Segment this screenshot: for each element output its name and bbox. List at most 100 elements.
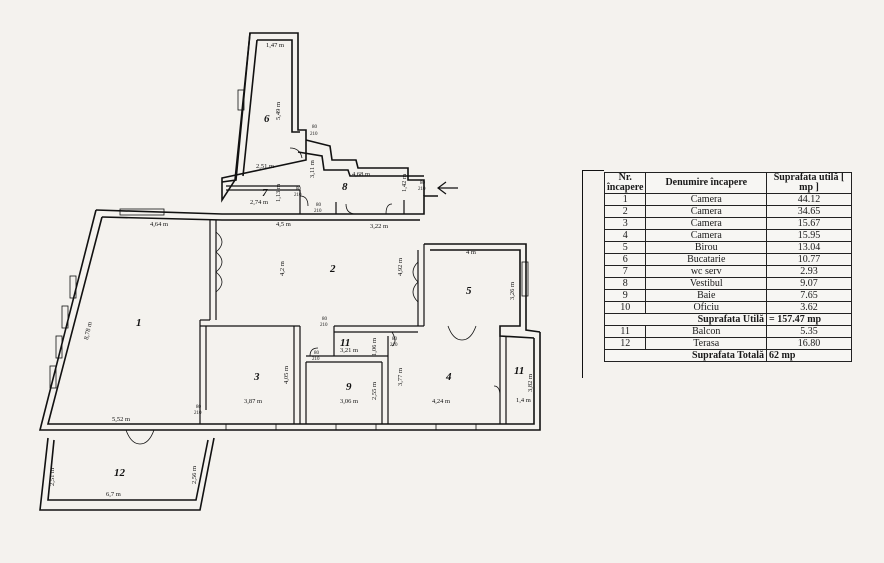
dimension-label: 4,24 m bbox=[432, 398, 450, 405]
dimension-label: 2,55 m bbox=[371, 382, 378, 400]
dimension-label: 3,06 m bbox=[340, 398, 358, 405]
dimension-label: 1,47 m bbox=[266, 42, 284, 49]
room-area: 2.93 bbox=[766, 265, 852, 278]
room-area: 44.12 bbox=[766, 193, 852, 206]
dimension-label: 4,68 m bbox=[352, 171, 370, 178]
room-number: 2 bbox=[603, 205, 647, 218]
room-name: wc serv bbox=[645, 265, 767, 278]
room-number: 3 bbox=[603, 217, 647, 230]
room-labels: 6 7 8 1 2 5 3 9 4 11 11 12 bbox=[114, 113, 524, 479]
room-area: 10.77 bbox=[766, 253, 852, 266]
useful-area-value: = 157.47 mp bbox=[766, 313, 852, 326]
dimension-label: 3,82 m bbox=[527, 374, 534, 392]
walls bbox=[38, 32, 541, 511]
dimension-label: 3,26 m bbox=[509, 282, 516, 300]
header-nr: Nr. încapere bbox=[603, 172, 647, 194]
room-label: 5 bbox=[466, 285, 472, 297]
room-label: 7 bbox=[262, 187, 268, 199]
door-label: 210 bbox=[194, 411, 202, 416]
room-area-table: Nr. încapere Denumire încapere Suprafata… bbox=[603, 172, 852, 362]
room-name: Camera bbox=[645, 205, 767, 218]
dimension-label: 3,21 m bbox=[340, 347, 358, 354]
room-number: 7 bbox=[603, 265, 647, 278]
door-label: 80 bbox=[296, 187, 302, 192]
dimension-label: 4 m bbox=[466, 249, 476, 256]
room-number: 1 bbox=[603, 193, 647, 206]
door-label: 80 bbox=[322, 317, 328, 322]
dimension-label: 8,78 m bbox=[83, 321, 94, 340]
room-label: 2 bbox=[329, 263, 336, 275]
room-number: 12 bbox=[603, 337, 647, 350]
room-number: 10 bbox=[603, 301, 647, 314]
dimension-label: 1,13 m bbox=[275, 184, 282, 202]
total-area-value: 62 mp bbox=[766, 349, 852, 362]
door-labels: 80 210 80 210 80 210 80 210 80 210 80 21… bbox=[194, 125, 426, 416]
table-frame-top bbox=[582, 170, 604, 171]
dimension-label: 5,52 m bbox=[112, 416, 130, 423]
room-label: 6 bbox=[264, 113, 270, 125]
room-area: 16.80 bbox=[766, 337, 852, 350]
room-number: 5 bbox=[603, 241, 647, 254]
dimension-label: 1,42 m bbox=[401, 174, 408, 192]
room-area: 13.04 bbox=[766, 241, 852, 254]
room-name: Oficiu bbox=[645, 301, 767, 314]
room-label: 1 bbox=[136, 317, 142, 329]
room-name: Bucatarie bbox=[645, 253, 767, 266]
room-label: 8 bbox=[342, 181, 348, 193]
door-label: 80 bbox=[314, 351, 320, 356]
room-name: Camera bbox=[645, 229, 767, 242]
dimension-label: 4,05 m bbox=[283, 366, 290, 384]
room-number: 9 bbox=[603, 289, 647, 302]
door-label: 210 bbox=[418, 187, 426, 192]
dimension-label: 2,56 m bbox=[191, 466, 198, 484]
dimension-label: 3,77 m bbox=[397, 368, 404, 386]
room-label: 12 bbox=[114, 467, 126, 479]
room-number: 11 bbox=[603, 325, 647, 338]
useful-area-label: Suprafata Utilă bbox=[604, 313, 767, 326]
table-header-row: Nr. încapere Denumire încapere Suprafata… bbox=[603, 172, 852, 194]
dimension-label: 2,51 m bbox=[256, 163, 274, 170]
room-label: 11 bbox=[340, 337, 350, 349]
entrance-arrow-icon bbox=[437, 181, 458, 195]
doors bbox=[125, 147, 501, 445]
door-label: 80 bbox=[392, 337, 398, 342]
room-name: Baie bbox=[645, 289, 767, 302]
room-label: 11 bbox=[514, 365, 524, 377]
header-name: Denumire încapere bbox=[645, 172, 767, 194]
room-name: Camera bbox=[645, 217, 767, 230]
door-label: 80 bbox=[420, 181, 426, 186]
dimension-labels: 1,47 m 5,49 m 2,51 m 2,74 m 1,13 m 3,11 … bbox=[49, 42, 534, 498]
interior-walls bbox=[199, 185, 507, 424]
door-label: 210 bbox=[314, 209, 322, 214]
door-label: 210 bbox=[294, 193, 302, 198]
dimension-label: 2,74 m bbox=[250, 199, 268, 206]
total-area-label: Suprafata Totală bbox=[604, 349, 767, 362]
room-name: Vestibul bbox=[645, 277, 767, 290]
dimension-label: 4,92 m bbox=[397, 258, 404, 276]
door-label: 210 bbox=[320, 323, 328, 328]
room-label: 9 bbox=[346, 381, 352, 393]
door-label: 210 bbox=[310, 132, 318, 137]
dimension-label: 6,7 m bbox=[106, 491, 121, 498]
room-number: 8 bbox=[603, 277, 647, 290]
room-area: 7.65 bbox=[766, 289, 852, 302]
room-area: 9.07 bbox=[766, 277, 852, 290]
dimension-label: 4,5 m bbox=[276, 221, 291, 228]
room-label: 3 bbox=[253, 371, 260, 383]
room-number: 6 bbox=[603, 253, 647, 266]
dimension-label: 4,2 m bbox=[279, 261, 286, 276]
room-name: Camera bbox=[645, 193, 767, 206]
